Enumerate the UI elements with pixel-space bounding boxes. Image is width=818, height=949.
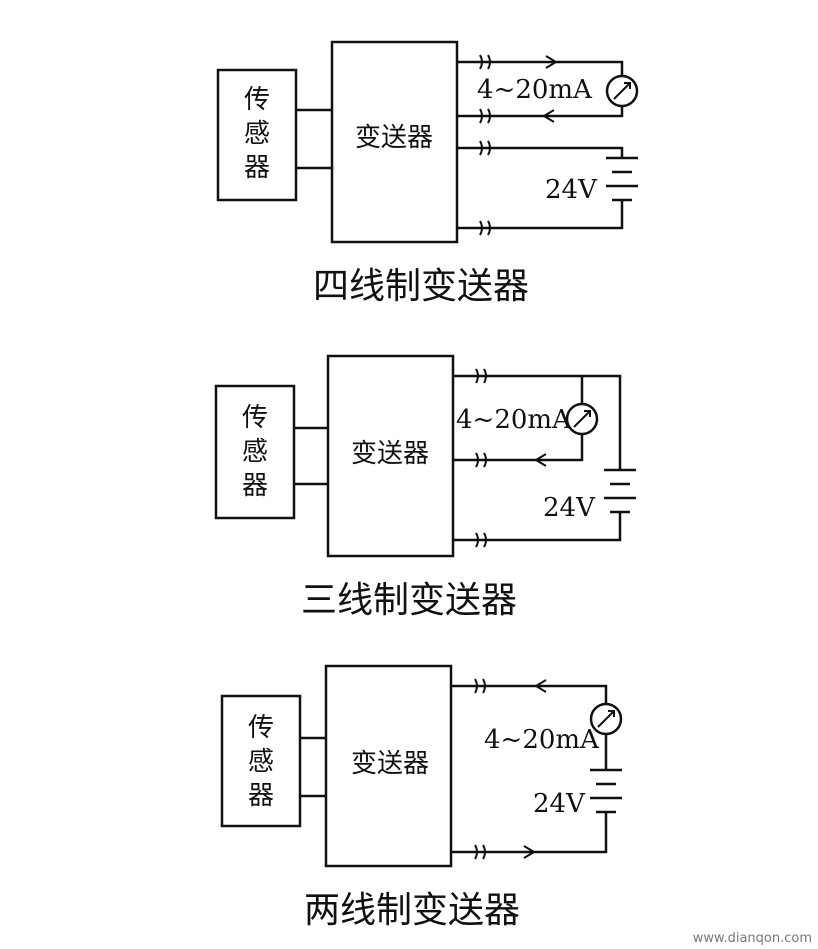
voltage-label: 24V [533, 789, 586, 819]
current-label: 4~20mA [484, 725, 600, 755]
diagram-caption: 四线制变送器 [313, 266, 529, 307]
current-label: 4~20mA [456, 405, 572, 435]
signal-wire-top [457, 60, 624, 76]
sensor-label-3: 器 [244, 153, 270, 183]
battery-icon [606, 156, 638, 206]
battery-icon [590, 768, 622, 826]
transmitter-label: 变送器 [351, 749, 429, 779]
sensor-label-2: 感 [244, 119, 270, 149]
sensor-label-2: 感 [242, 437, 268, 467]
two-wire-diagram: 传 感 器 变送器 4~20mA 24V 两线制变送器 [220, 664, 623, 931]
sensor-label-1: 传 [242, 403, 268, 433]
signal-wire-return [457, 106, 624, 118]
voltage-label: 24V [543, 493, 596, 523]
voltage-label: 24V [545, 175, 598, 205]
diagram-caption: 两线制变送器 [304, 890, 520, 931]
ammeter-icon [565, 402, 599, 436]
signal-wire-return [453, 434, 584, 462]
sensor-connection-wire [296, 108, 332, 170]
transmitter-box [326, 354, 455, 558]
ammeter-icon [605, 74, 639, 108]
current-label: 4~20mA [477, 75, 593, 105]
diagram-caption: 三线制变送器 [301, 580, 517, 621]
loop-wire-bottom [451, 826, 608, 854]
transmitter-label: 变送器 [351, 439, 429, 469]
transmitter-label: 变送器 [355, 123, 433, 153]
sensor-label-3: 器 [242, 471, 268, 501]
sensor-connection-wire [300, 736, 326, 798]
sensor-box [214, 384, 296, 520]
sensor-label-1: 传 [244, 85, 270, 115]
sensor-label-2: 感 [248, 747, 274, 777]
sensor-box [216, 68, 298, 202]
transmitter-box [330, 40, 459, 244]
power-wire-top [457, 146, 624, 158]
power-wire-bottom [457, 206, 624, 230]
three-wire-diagram: 传 感 器 变送器 4~20mA 24V 三线制变送器 [214, 354, 636, 621]
sensor-label-1: 传 [248, 713, 274, 743]
battery-icon [604, 468, 636, 524]
sensor-connection-wire [294, 426, 328, 486]
sensor-label-3: 器 [248, 781, 274, 811]
common-wire [453, 374, 622, 470]
sensor-box [220, 694, 302, 828]
four-wire-diagram: 传 感 器 变送器 4~20mA 24V 四线制变送器 [216, 40, 639, 307]
ammeter-icon [589, 702, 623, 736]
watermark: www.dianqon.com [693, 931, 812, 946]
transmitter-box [324, 664, 453, 868]
power-wire-bottom [453, 524, 622, 542]
loop-wire-top [451, 684, 608, 704]
